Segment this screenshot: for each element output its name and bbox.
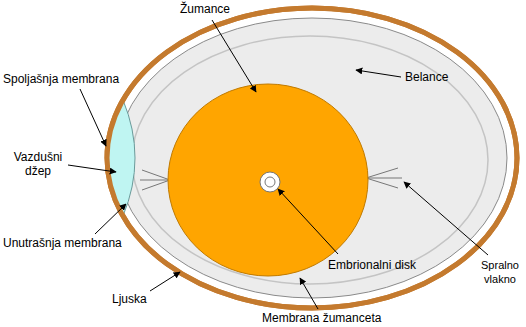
part-label: Unutrašnja membrana — [3, 236, 122, 250]
albumen-band — [132, 36, 488, 284]
part-label: Ljuska — [112, 292, 147, 306]
part-label: Spoljašnja membrana — [3, 72, 119, 86]
part-label: Belance — [405, 70, 448, 84]
embryonic-disk-core — [265, 177, 275, 187]
part-label: Membrana žumanceta — [262, 311, 381, 325]
part-label: Spralno vlakno — [477, 258, 523, 286]
albumen — [117, 18, 507, 298]
yolk — [168, 84, 368, 276]
embryonic-disk — [260, 172, 280, 192]
air-pocket — [107, 100, 135, 216]
leader-lines — [68, 20, 488, 309]
shell — [107, 8, 517, 308]
part-label: Vazdušni džep — [3, 150, 73, 178]
part-label: Embrionalni disk — [328, 258, 416, 272]
shell-outline — [107, 8, 517, 308]
part-label: Žumance — [180, 2, 230, 16]
